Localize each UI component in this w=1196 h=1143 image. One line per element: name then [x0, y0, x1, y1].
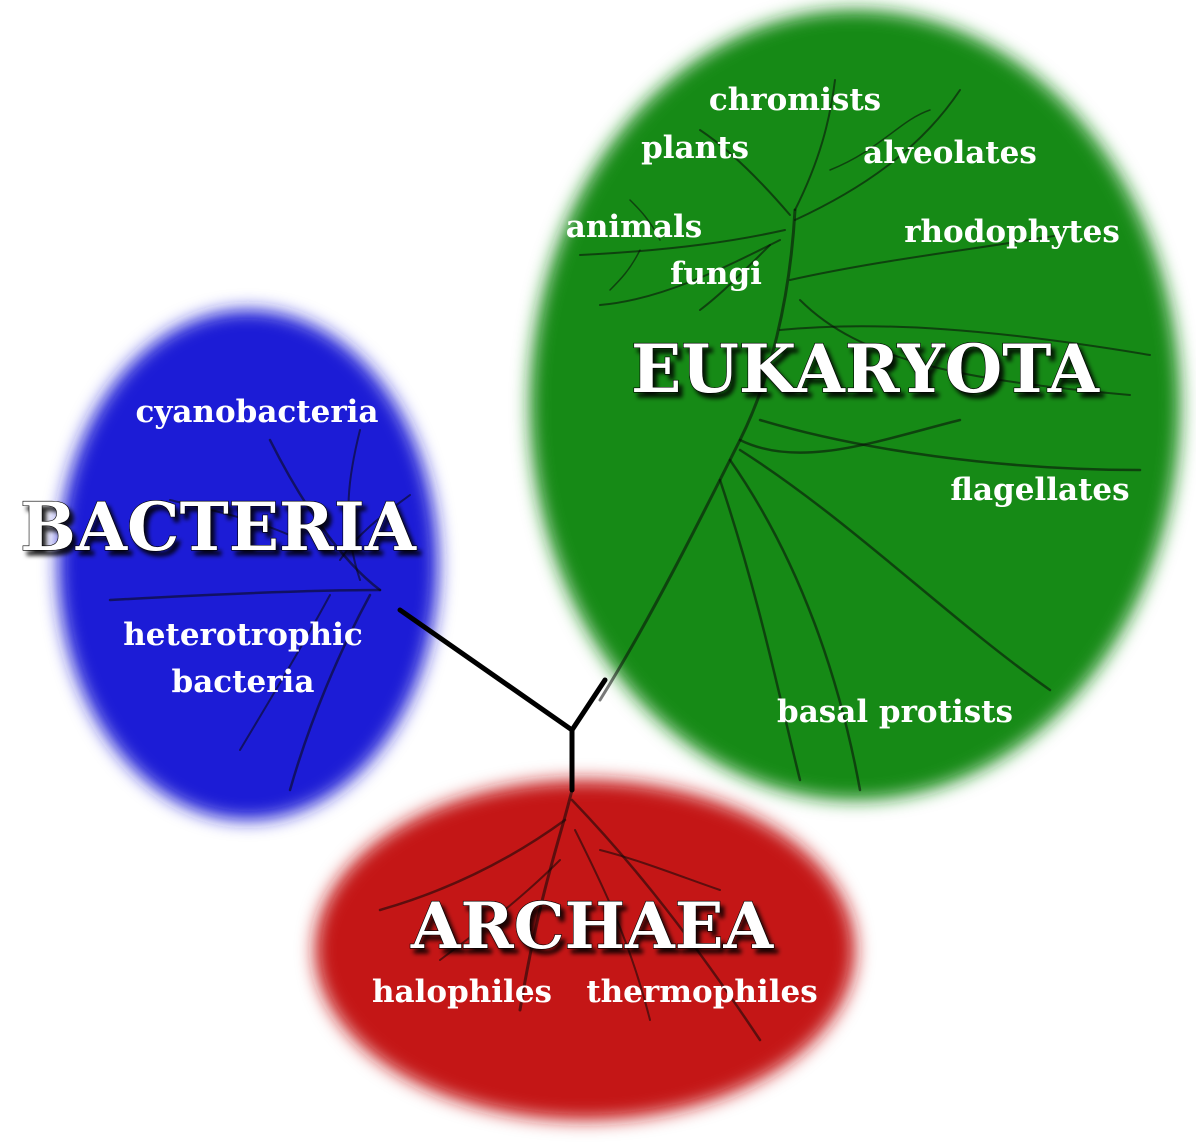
group-label-basal-protists: basal protists	[777, 694, 1013, 730]
group-label-heterotrophic: heterotrophic	[123, 617, 363, 653]
group-label-flagellates: flagellates	[950, 472, 1129, 508]
group-label-plants: plants	[641, 130, 749, 166]
group-label-fungi: fungi	[670, 256, 762, 292]
bacteria-domain-label: BACTERIA	[20, 488, 417, 566]
group-label-animals: animals	[566, 209, 703, 245]
group-label-chromists: chromists	[709, 82, 881, 118]
group-label-bacteria-word: bacteria	[172, 664, 315, 700]
group-label-alveolates: alveolates	[863, 135, 1037, 171]
main-tree-trunk	[400, 610, 605, 790]
group-label-thermophiles: thermophiles	[586, 974, 817, 1010]
group-label-halophiles: halophiles	[372, 974, 552, 1010]
archaea-domain-label: ARCHAEA	[410, 889, 775, 964]
eukaryota-domain-label: EUKARYOTA	[631, 330, 1100, 408]
group-label-cyanobacteria: cyanobacteria	[135, 394, 378, 430]
group-label-rhodophytes: rhodophytes	[904, 214, 1120, 250]
